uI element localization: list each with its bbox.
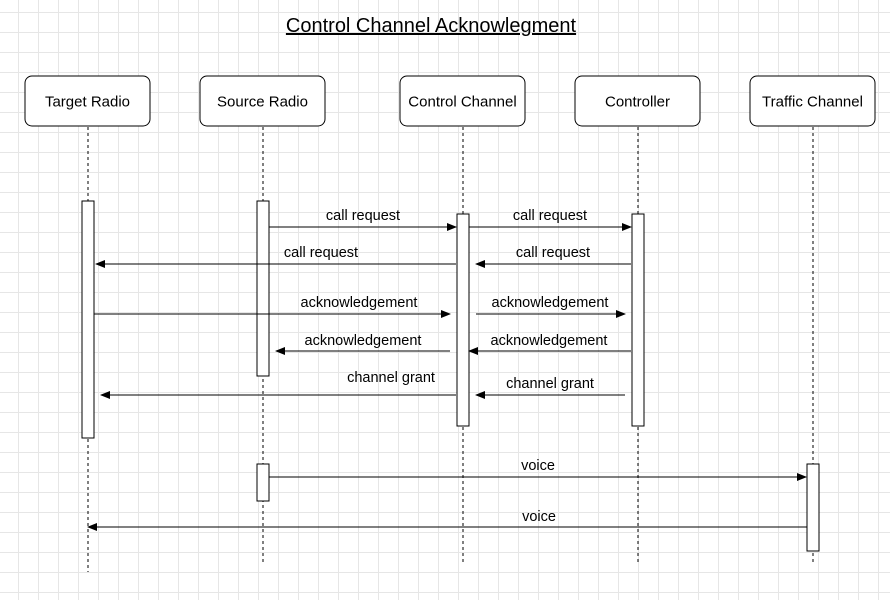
activation-target-radio[interactable] [81,200,95,439]
activation-source-radio-voice[interactable] [256,463,270,502]
message-ack-control-to-controller[interactable]: acknowledgement [476,295,626,318]
message-label: channel grant [506,376,594,392]
participant-label: Traffic Channel [762,94,863,111]
participant-label: Control Channel [408,94,516,111]
participant-label: Source Radio [217,94,308,111]
message-label: acknowledgement [492,295,609,311]
message-label: acknowledgement [305,333,422,349]
message-ack-target-to-control[interactable]: acknowledgement [94,295,451,318]
participant-source-radio[interactable]: Source Radio [199,75,326,127]
participant-target-radio[interactable]: Target Radio [24,75,151,127]
activation-control-channel[interactable] [456,213,470,427]
participant-label: Target Radio [45,94,130,111]
message-call-request-control-to-target[interactable]: call request [95,245,456,268]
message-call-request-source-to-control[interactable]: call request [269,208,457,231]
message-label: voice [521,458,555,474]
participant-control-channel[interactable]: Control Channel [399,75,526,127]
activation-controller[interactable] [631,213,645,427]
message-channel-grant-control-to-target[interactable]: channel grant [100,370,456,399]
message-voice-source-to-traffic[interactable]: voice [269,458,807,481]
message-label: call request [513,208,587,224]
message-label: call request [326,208,400,224]
message-voice-traffic-to-target[interactable]: voice [87,509,807,531]
participant-traffic-channel[interactable]: Traffic Channel [749,75,876,127]
message-ack-control-to-source[interactable]: acknowledgement [275,333,450,355]
diagram-title: Control Channel Acknowlegment [286,15,577,37]
participant-label: Controller [605,94,670,111]
message-call-request-control-to-controller[interactable]: call request [469,208,632,231]
message-label: call request [516,245,590,261]
message-label: channel grant [347,370,435,386]
message-call-request-controller-to-control[interactable]: call request [475,245,631,268]
activation-traffic-channel[interactable] [806,463,820,552]
participant-controller[interactable]: Controller [574,75,701,127]
message-label: acknowledgement [301,295,418,311]
message-label: voice [522,509,556,525]
activation-source-radio[interactable] [256,200,270,377]
message-label: call request [284,245,358,261]
message-ack-controller-to-control[interactable]: acknowledgement [468,333,631,355]
message-label: acknowledgement [491,333,608,349]
message-channel-grant-controller-to-control[interactable]: channel grant [475,376,625,399]
